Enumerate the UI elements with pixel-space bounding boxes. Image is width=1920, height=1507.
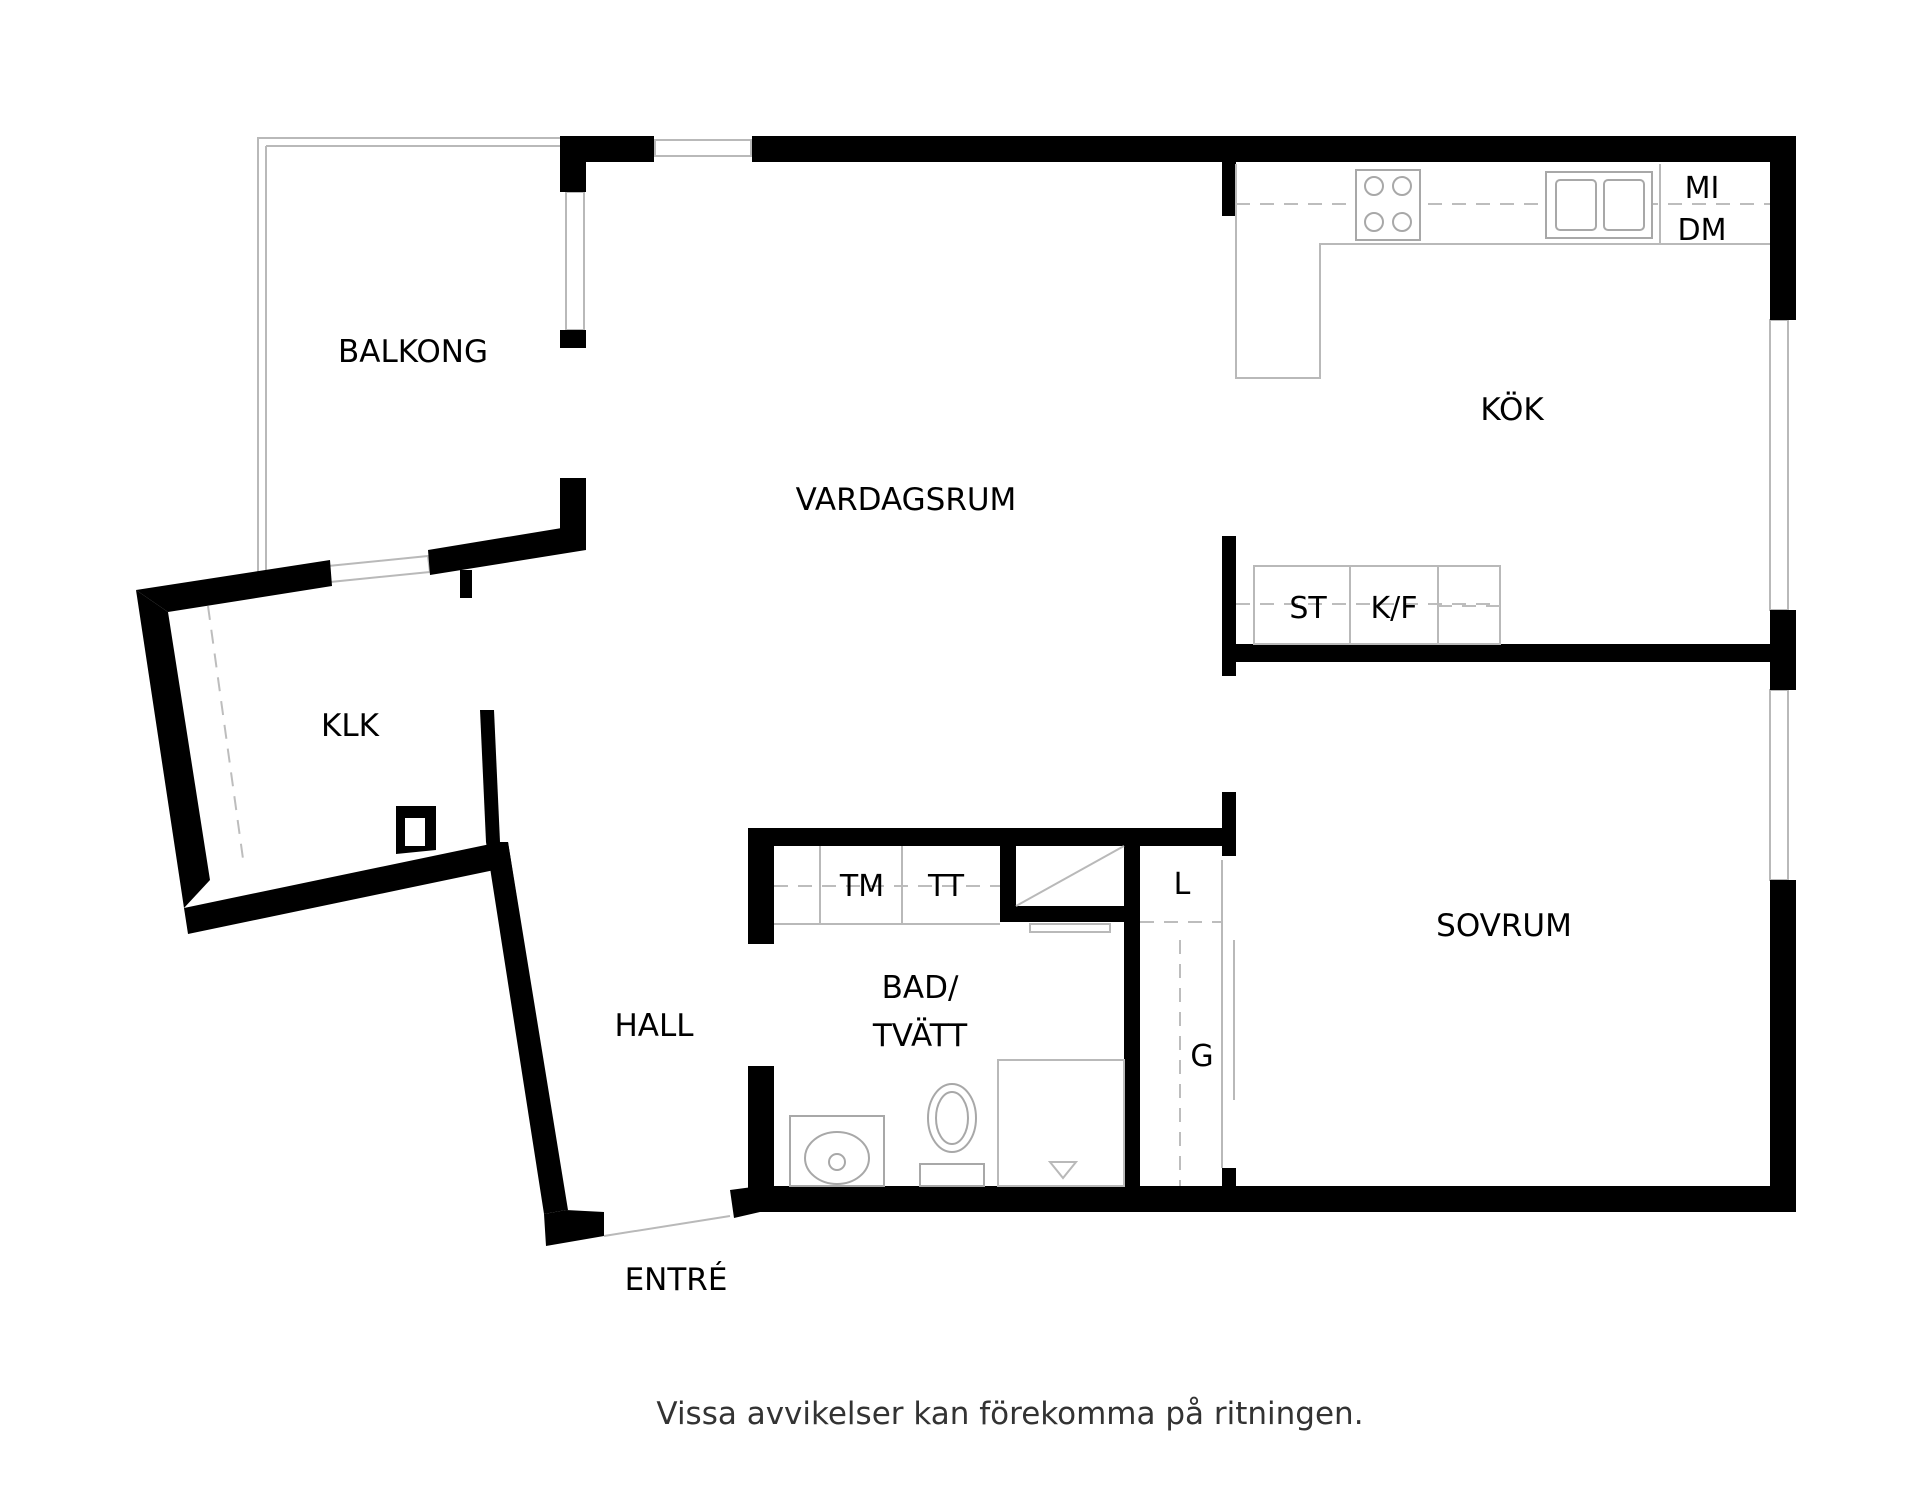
- wall-kitchen-bottom: [1236, 644, 1770, 662]
- fixture-label-g: G: [1190, 1039, 1213, 1074]
- kitchen-fixtures: [1235, 164, 1770, 645]
- fixture-label-mi: MI: [1685, 171, 1720, 206]
- room-label-bad-line1: BAD/: [882, 970, 959, 1006]
- room-label-klk: KLK: [321, 708, 380, 744]
- room-label-kok: KÖK: [1480, 391, 1544, 428]
- fixture-label-st: ST: [1289, 591, 1327, 626]
- washbasin-icon: [789, 1115, 885, 1187]
- wall-klk-bottom: [184, 842, 504, 934]
- room-label-hall: HALL: [614, 1008, 694, 1044]
- fixture-label-tm: TM: [839, 869, 884, 904]
- toilet-icon: [919, 1083, 985, 1187]
- wall-bath-top: [748, 828, 1224, 846]
- room-label-entre: ENTRÉ: [625, 1262, 728, 1298]
- windows: [326, 139, 1789, 881]
- stove-icon: [1355, 169, 1421, 241]
- room-label-vardagsrum: VARDAGSRUM: [796, 482, 1017, 518]
- room-label-balkong: BALKONG: [338, 334, 488, 370]
- room-label-bad-line2: TVÄTT: [872, 1018, 968, 1054]
- balcony-outline: [257, 137, 560, 572]
- disclaimer-text: Vissa avvikelser kan förekomma på ritnin…: [656, 1396, 1363, 1432]
- wardrobe: [207, 605, 1235, 1186]
- wall-klk-top: [428, 524, 586, 575]
- wall-bottom: [760, 1186, 1796, 1212]
- fixture-label-kf: K/F: [1370, 591, 1417, 626]
- room-label-sovrum: SOVRUM: [1436, 908, 1572, 944]
- walls: [136, 136, 1796, 1246]
- wall-klk-left: [136, 590, 210, 908]
- wall-top: [752, 136, 1796, 162]
- entrance-door[interactable]: [603, 1215, 731, 1237]
- fixture-label-dm: DM: [1678, 213, 1727, 248]
- sink-icon: [1545, 171, 1653, 239]
- fixture-label-l: L: [1174, 867, 1191, 902]
- fixture-label-tt: TT: [927, 869, 965, 904]
- wall-hall-left: [480, 710, 500, 842]
- bathroom-fixtures: [774, 845, 1125, 1187]
